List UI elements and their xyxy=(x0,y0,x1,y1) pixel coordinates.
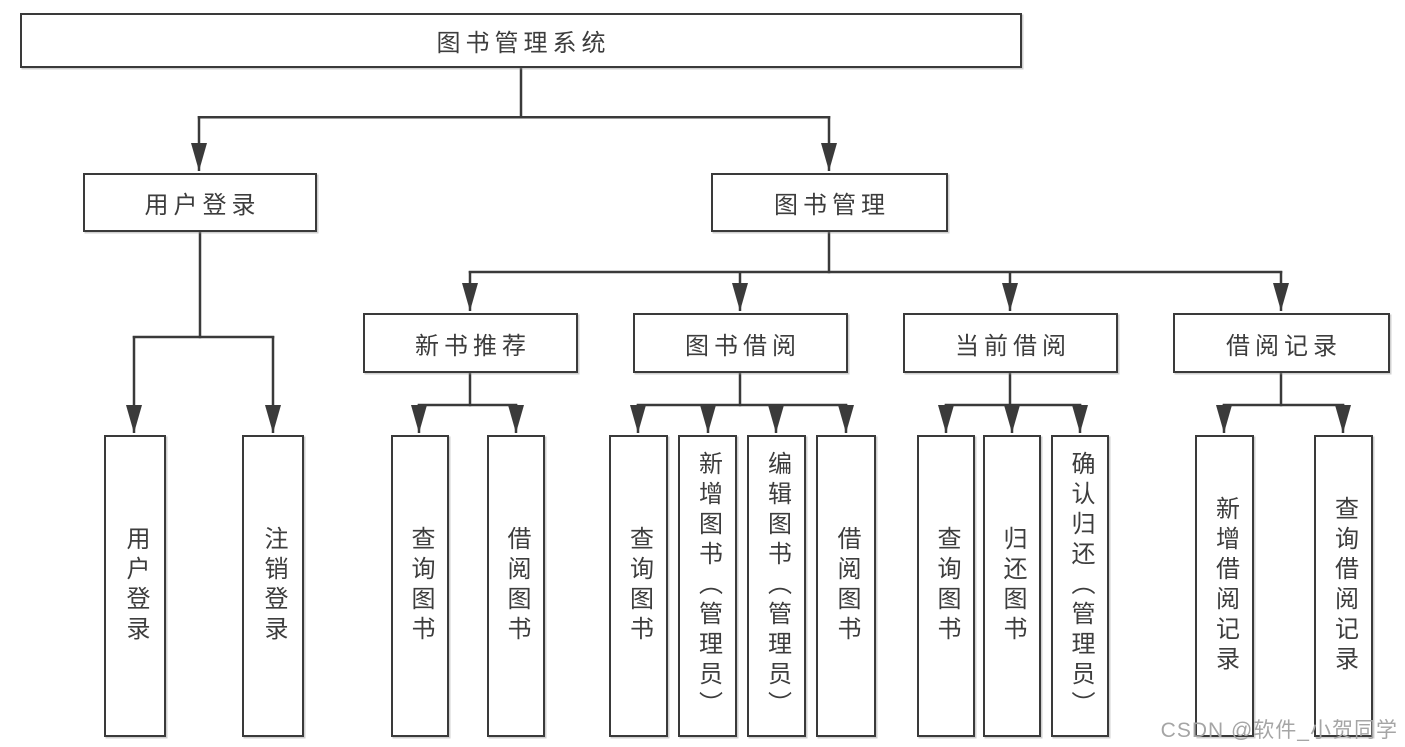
node-label: 用户登录 xyxy=(144,192,261,219)
node-label: 当前借阅 xyxy=(955,332,1071,360)
node-label: 图书管理系统 xyxy=(436,30,611,57)
node-label: 图书管理 xyxy=(774,192,890,219)
node-label: 查询图书 xyxy=(625,526,653,646)
node-borrowing-records: 借阅记录 xyxy=(1173,313,1390,373)
node-label: 注销登录 xyxy=(260,526,287,646)
node-label: 查询图书 xyxy=(933,526,960,646)
node-label: 查询图书 xyxy=(407,526,434,646)
leaf-add-borrow-record: 新增借阅记录 xyxy=(1195,435,1254,737)
leaf-return-books: 归还图书 xyxy=(983,435,1041,737)
node-label: 新增借阅记录 xyxy=(1211,496,1239,676)
leaf-borrow-books-recommend: 借阅图书 xyxy=(487,435,545,737)
leaf-confirm-return-admin: 确认归还（管理员） xyxy=(1051,435,1109,737)
leaf-query-books-current: 查询图书 xyxy=(917,435,975,737)
node-label: 确认归还（管理员） xyxy=(1067,451,1094,721)
leaf-add-books-admin: 新增图书（管理员） xyxy=(678,435,737,737)
node-label: 编辑图书（管理员） xyxy=(763,451,791,721)
node-label: 图书借阅 xyxy=(685,332,801,360)
node-label: 查询借阅记录 xyxy=(1330,496,1358,676)
leaf-query-books-recommend: 查询图书 xyxy=(391,435,449,737)
node-label: 新书推荐 xyxy=(415,332,531,360)
node-label: 借阅记录 xyxy=(1226,332,1342,360)
node-current-borrowing: 当前借阅 xyxy=(903,313,1118,373)
node-label: 新增图书（管理员） xyxy=(694,451,722,721)
node-label: 借阅图书 xyxy=(503,526,530,646)
leaf-query-books-borrowing: 查询图书 xyxy=(609,435,668,737)
node-label: 用户登录 xyxy=(122,526,149,646)
node-user-login-module: 用户登录 xyxy=(83,173,317,232)
csdn-watermark: CSDN @软件_小贺同学 xyxy=(1160,719,1398,742)
node-label: 归还图书 xyxy=(999,526,1026,646)
leaf-user-login: 用户登录 xyxy=(104,435,166,737)
node-library-management-system: 图书管理系统 xyxy=(20,13,1022,68)
leaf-borrow-books: 借阅图书 xyxy=(816,435,876,737)
node-new-book-recommendation: 新书推荐 xyxy=(363,313,578,373)
node-book-borrowing: 图书借阅 xyxy=(633,313,848,373)
node-book-management-module: 图书管理 xyxy=(711,173,948,232)
node-label: 借阅图书 xyxy=(833,526,860,646)
leaf-edit-books-admin: 编辑图书（管理员） xyxy=(747,435,806,737)
leaf-logout: 注销登录 xyxy=(242,435,304,737)
leaf-query-borrow-record: 查询借阅记录 xyxy=(1314,435,1373,737)
